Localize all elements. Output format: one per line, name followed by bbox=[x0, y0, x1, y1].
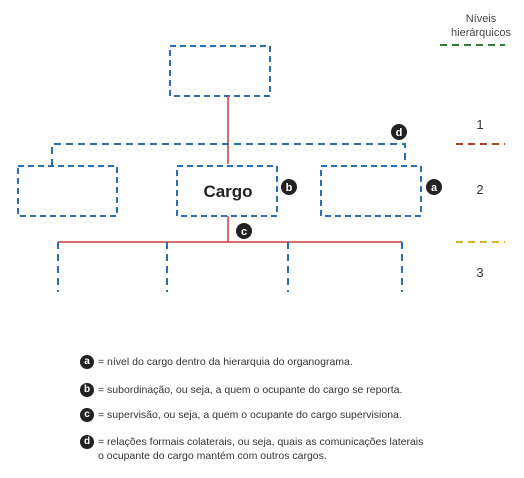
badge-b: b bbox=[281, 179, 297, 195]
level-number-1: 1 bbox=[476, 117, 484, 132]
legend-badge-a: a bbox=[80, 355, 94, 369]
lateral-relations-line bbox=[51, 143, 406, 166]
badge-d-letter: d bbox=[396, 127, 403, 139]
legend-badge-c: c bbox=[80, 408, 94, 422]
level-number-2: 2 bbox=[476, 182, 484, 197]
legend-item-c: c = supervisão, ou seja, a quem o ocupan… bbox=[80, 408, 402, 422]
levels-title: Níveis hierárquicos bbox=[451, 13, 511, 39]
cargo-label: Cargo bbox=[203, 182, 252, 201]
legend-item-b: b = subordinação, ou seja, a quem o ocup… bbox=[80, 383, 402, 397]
badge-a-letter: a bbox=[431, 182, 438, 194]
badge-b-letter: b bbox=[286, 182, 293, 194]
peer-box-left bbox=[17, 165, 118, 217]
badge-d: d bbox=[391, 124, 407, 140]
badge-c: c bbox=[236, 223, 252, 239]
legend-item-a: a = nível do cargo dentro da hierarquia … bbox=[80, 355, 353, 369]
legend-badge-d: d bbox=[80, 435, 94, 449]
legend-badge-b: b bbox=[80, 383, 94, 397]
badge-a: a bbox=[426, 179, 442, 195]
legend-item-d: d = relações formais colaterais, ou seja… bbox=[80, 435, 423, 463]
superior-box bbox=[169, 45, 271, 97]
peer-box-right bbox=[320, 165, 422, 217]
cargo-box bbox=[176, 165, 278, 217]
legend-text-c: = supervisão, ou seja, a quem o ocupante… bbox=[98, 409, 402, 421]
legend-text-a: = nível do cargo dentro da hierarquia do… bbox=[98, 356, 353, 368]
level-number-3: 3 bbox=[476, 265, 484, 280]
legend-text-d: = relações formais colaterais, ou seja, … bbox=[98, 436, 424, 462]
badge-c-letter: c bbox=[241, 226, 247, 238]
legend-text-b: = subordinação, ou seja, a quem o ocupan… bbox=[98, 384, 403, 396]
